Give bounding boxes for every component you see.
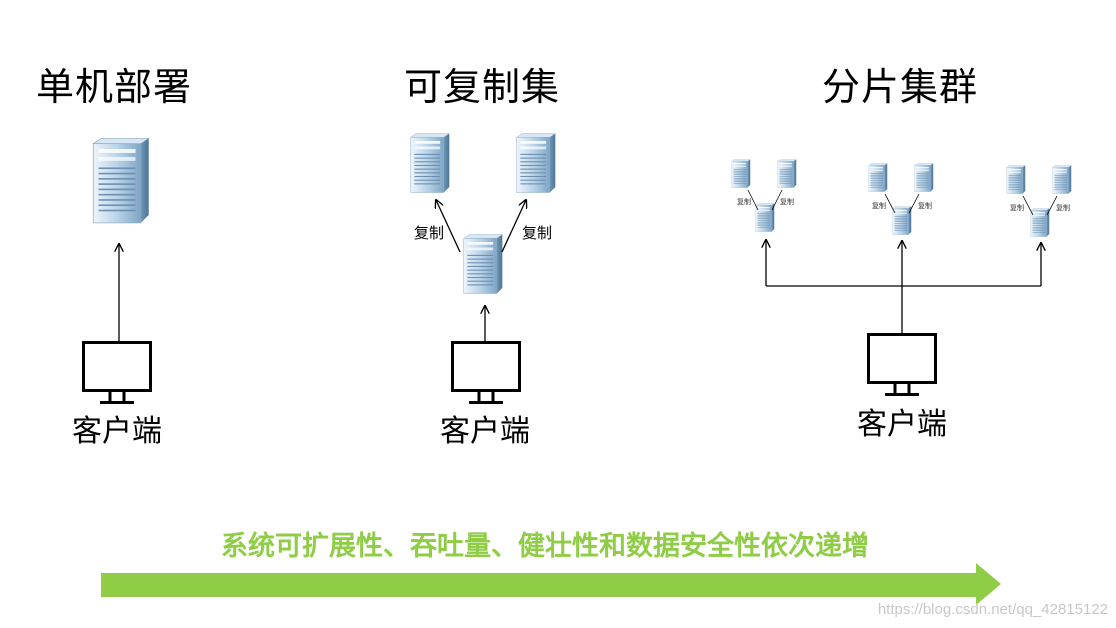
monitor-icon	[867, 333, 937, 396]
client-label-sharded-cluster: 客户端	[857, 407, 947, 442]
server-icon	[92, 137, 150, 224]
monitor-icon	[451, 341, 521, 404]
replication-label: 复制	[522, 224, 553, 242]
replication-label: 复制	[737, 198, 751, 206]
arrow-icon	[501, 200, 526, 253]
server-icon	[755, 203, 775, 232]
server-icon	[777, 159, 797, 188]
client-label-standalone: 客户端	[72, 414, 162, 449]
panel-title-standalone: 单机部署	[36, 65, 193, 109]
server-icon	[410, 133, 450, 193]
arrow-icon	[884, 193, 896, 214]
replication-label: 复制	[1056, 204, 1070, 212]
replication-label: 复制	[872, 202, 886, 210]
replication-label: 复制	[414, 224, 445, 242]
arrow-icon	[747, 189, 759, 211]
scalability-caption: 系统可扩展性、吞吐量、健壮性和数据安全性依次递增	[221, 531, 869, 562]
shard-group	[868, 163, 934, 235]
progress-arrow	[101, 563, 1001, 605]
server-icon	[1006, 165, 1026, 194]
watermark: https://blog.csdn.net/qq_42815122	[877, 601, 1108, 618]
shard-group	[1006, 165, 1072, 237]
replication-label: 复制	[780, 198, 794, 206]
arrow-icon	[1022, 195, 1034, 216]
arrow-icon	[908, 193, 920, 214]
server-icon	[914, 163, 934, 192]
client-label-replica-set: 客户端	[440, 414, 530, 449]
server-icon	[892, 206, 912, 235]
shard-group	[731, 159, 797, 232]
panel-title-sharded-cluster: 分片集群	[822, 65, 979, 109]
replication-label: 复制	[1010, 204, 1024, 212]
monitor-icon	[82, 341, 152, 404]
replication-label: 复制	[918, 202, 932, 210]
panel-title-replica-set: 可复制集	[404, 65, 561, 109]
server-icon	[868, 163, 888, 192]
arrow-icon	[436, 200, 461, 253]
server-icon	[1052, 165, 1072, 194]
server-icon	[731, 159, 751, 188]
server-icon	[463, 234, 503, 294]
server-icon	[516, 133, 556, 193]
arrow-icon	[771, 189, 783, 211]
arrow-icon	[1046, 195, 1058, 216]
server-icon	[1030, 208, 1050, 237]
